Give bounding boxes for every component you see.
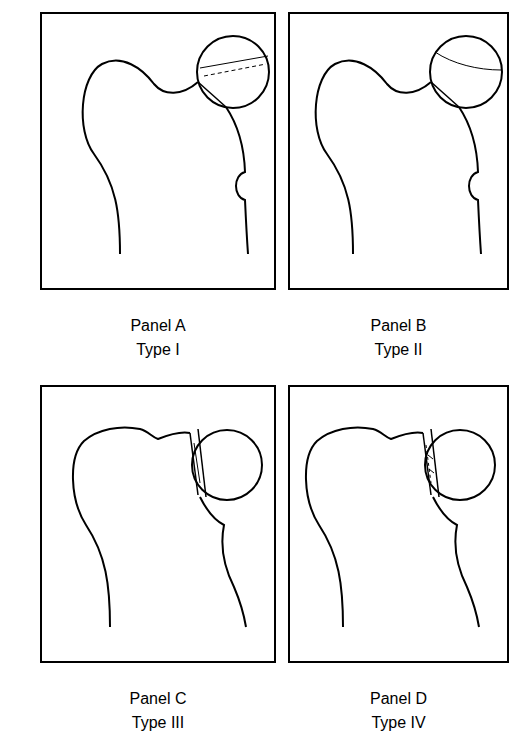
type-label: Type II: [288, 338, 509, 362]
femur-type-two: [316, 36, 502, 254]
panel-caption: Panel BType II: [288, 314, 509, 362]
panel-label: Panel B: [288, 314, 509, 338]
panel-frame: [288, 385, 509, 663]
panel: Panel BType II: [288, 12, 509, 290]
type-label: Type I: [40, 338, 276, 362]
type-label: Type IV: [288, 711, 509, 735]
panel-label: Panel D: [288, 687, 509, 711]
femur-type-three: [73, 428, 262, 628]
panel-label: Panel A: [40, 314, 276, 338]
panel-frame: [40, 385, 276, 663]
panel-caption: Panel CType III: [40, 687, 276, 735]
panel-caption: Panel DType IV: [288, 687, 509, 735]
femur-type-four: [306, 428, 495, 628]
type-label: Type III: [40, 711, 276, 735]
femur-type-one: [83, 36, 269, 254]
panel: Panel AType I: [40, 12, 276, 290]
panel-frame: [288, 12, 509, 290]
panel-frame: [40, 12, 276, 290]
panel: Panel CType III: [40, 385, 276, 663]
panel: Panel DType IV: [288, 385, 509, 663]
panel-label: Panel C: [40, 687, 276, 711]
panel-caption: Panel AType I: [40, 314, 276, 362]
